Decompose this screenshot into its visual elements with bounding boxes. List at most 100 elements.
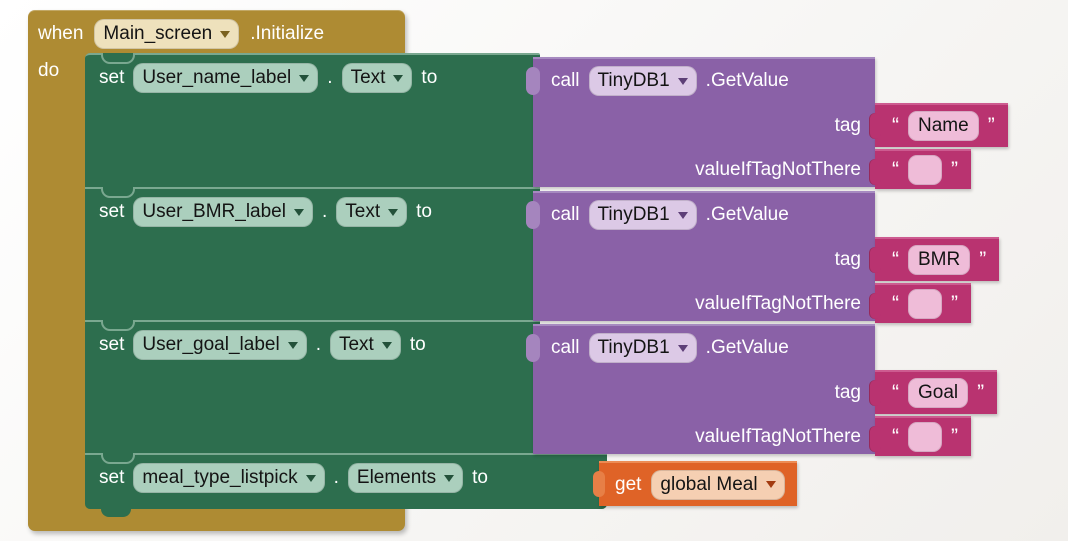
method-name-label: .GetValue <box>705 337 789 358</box>
dot-separator: . <box>315 334 321 355</box>
empty-text-string-block[interactable]: “ ” <box>869 416 971 456</box>
close-quote: ” <box>951 425 958 448</box>
dot-separator: . <box>321 201 328 222</box>
property-dropdown[interactable]: Text <box>329 330 401 360</box>
value-if-tag-not-there-param-label: valueIfTagNotThere <box>695 426 861 447</box>
text-string-block[interactable]: “ Name ” <box>869 103 1008 147</box>
dropdown-arrow-icon <box>388 208 399 216</box>
get-keyword: get <box>615 473 642 495</box>
stack-connector <box>101 320 135 331</box>
call-keyword: call <box>551 70 580 91</box>
tag-param-label: tag <box>834 249 861 270</box>
set-user-goal-label-text-block[interactable]: set User_goal_label . Text to <box>85 320 540 453</box>
variable-label: global Meal <box>660 473 758 495</box>
dropdown-arrow-icon <box>220 30 231 38</box>
string-field[interactable] <box>908 289 942 319</box>
dot-separator: . <box>327 67 333 88</box>
dropdown-arrow-icon <box>305 474 316 482</box>
property-label: Text <box>350 67 386 88</box>
screen-component-label: Main_screen <box>103 23 213 44</box>
string-field[interactable]: Name <box>908 111 979 141</box>
value-if-tag-not-there-param-label: valueIfTagNotThere <box>695 159 861 180</box>
component-dropdown[interactable]: meal_type_listpick <box>133 463 325 493</box>
component-label: meal_type_listpick <box>142 467 298 488</box>
property-label: Text <box>345 201 381 222</box>
call-keyword: call <box>551 204 580 225</box>
stack-connector <box>101 53 135 64</box>
open-quote: “ <box>892 292 899 315</box>
set-keyword: set <box>99 334 125 355</box>
tinydb-component-label: TinyDB1 <box>597 204 670 225</box>
tinydb-component-dropdown[interactable]: TinyDB1 <box>588 333 697 363</box>
to-keyword: to <box>416 201 432 222</box>
component-dropdown[interactable]: User_goal_label <box>133 330 307 360</box>
dropdown-arrow-icon <box>287 341 298 349</box>
dropdown-arrow-icon <box>381 341 392 349</box>
to-keyword: to <box>421 67 438 88</box>
close-quote: ” <box>979 248 987 271</box>
property-dropdown[interactable]: Text <box>336 197 408 227</box>
component-label: User_goal_label <box>142 334 280 355</box>
screen-component-dropdown[interactable]: Main_screen <box>94 19 240 49</box>
tinydb-getvalue-call-block[interactable]: call TinyDB1 .GetValue tag valueIfTagNot… <box>526 324 875 454</box>
open-quote: “ <box>892 158 899 181</box>
tinydb-getvalue-call-block[interactable]: call TinyDB1 .GetValue tag valueIfTagNot… <box>526 191 875 321</box>
method-name-label: .GetValue <box>705 204 789 225</box>
empty-text-string-block[interactable]: “ ” <box>869 283 971 323</box>
string-field[interactable] <box>908 155 942 185</box>
text-string-block[interactable]: “ BMR ” <box>868 237 1000 281</box>
to-keyword: to <box>409 334 426 355</box>
do-label: do <box>38 60 60 81</box>
property-dropdown[interactable]: Elements <box>347 463 464 493</box>
dropdown-arrow-icon <box>293 208 304 216</box>
call-keyword: call <box>551 337 580 358</box>
dropdown-arrow-icon <box>677 344 688 352</box>
component-dropdown[interactable]: User_BMR_label <box>133 197 313 227</box>
tinydb-component-label: TinyDB1 <box>597 337 670 358</box>
close-quote: ” <box>951 292 958 315</box>
tinydb-component-label: TinyDB1 <box>597 70 670 91</box>
component-dropdown[interactable]: User_name_label <box>133 63 319 93</box>
property-label: Text <box>338 334 374 355</box>
stack-connector <box>101 187 135 198</box>
dropdown-arrow-icon <box>299 74 310 82</box>
component-label: User_name_label <box>142 67 292 88</box>
when-keyword: when <box>38 23 84 44</box>
string-field[interactable]: BMR <box>908 245 971 275</box>
get-variable-block[interactable]: get global Meal <box>593 461 797 506</box>
string-field[interactable]: Goal <box>908 378 969 408</box>
set-user-bmr-label-text-block[interactable]: set User_BMR_label . Text to <box>85 187 540 320</box>
variable-dropdown[interactable]: global Meal <box>651 469 785 500</box>
set-user-name-label-text-block[interactable]: set User_name_label . Text to <box>85 53 540 187</box>
stack-connector <box>101 453 135 464</box>
set-keyword: set <box>99 67 125 88</box>
dropdown-arrow-icon <box>765 481 776 488</box>
dropdown-arrow-icon <box>444 474 455 482</box>
close-quote: ” <box>987 114 995 137</box>
close-quote: ” <box>977 381 985 404</box>
set-keyword: set <box>99 201 125 222</box>
open-quote: “ <box>892 381 899 404</box>
set-meal-type-listpick-elements-block[interactable]: set meal_type_listpick . Elements to <box>85 453 607 509</box>
method-name-label: .GetValue <box>705 70 789 91</box>
close-quote: ” <box>951 158 958 181</box>
dropdown-arrow-icon <box>677 77 688 85</box>
string-field[interactable] <box>908 422 942 452</box>
dot-separator: . <box>333 467 339 488</box>
open-quote: “ <box>892 248 899 271</box>
property-dropdown[interactable]: Text <box>341 63 413 93</box>
empty-text-string-block[interactable]: “ ” <box>869 149 971 189</box>
event-name-label: .Initialize <box>250 23 325 44</box>
tinydb-getvalue-call-block[interactable]: call TinyDB1 .GetValue tag valueIfTagNot… <box>526 57 875 187</box>
event-header: when Main_screen .Initialize <box>38 15 324 53</box>
dropdown-arrow-icon <box>677 211 688 219</box>
tag-param-label: tag <box>834 115 861 136</box>
open-quote: “ <box>892 425 899 448</box>
value-if-tag-not-there-param-label: valueIfTagNotThere <box>695 293 861 314</box>
set-keyword: set <box>99 467 125 488</box>
text-string-block[interactable]: “ Goal ” <box>868 370 998 414</box>
dropdown-arrow-icon <box>393 74 404 82</box>
tinydb-component-dropdown[interactable]: TinyDB1 <box>588 66 697 96</box>
tinydb-component-dropdown[interactable]: TinyDB1 <box>588 200 697 230</box>
